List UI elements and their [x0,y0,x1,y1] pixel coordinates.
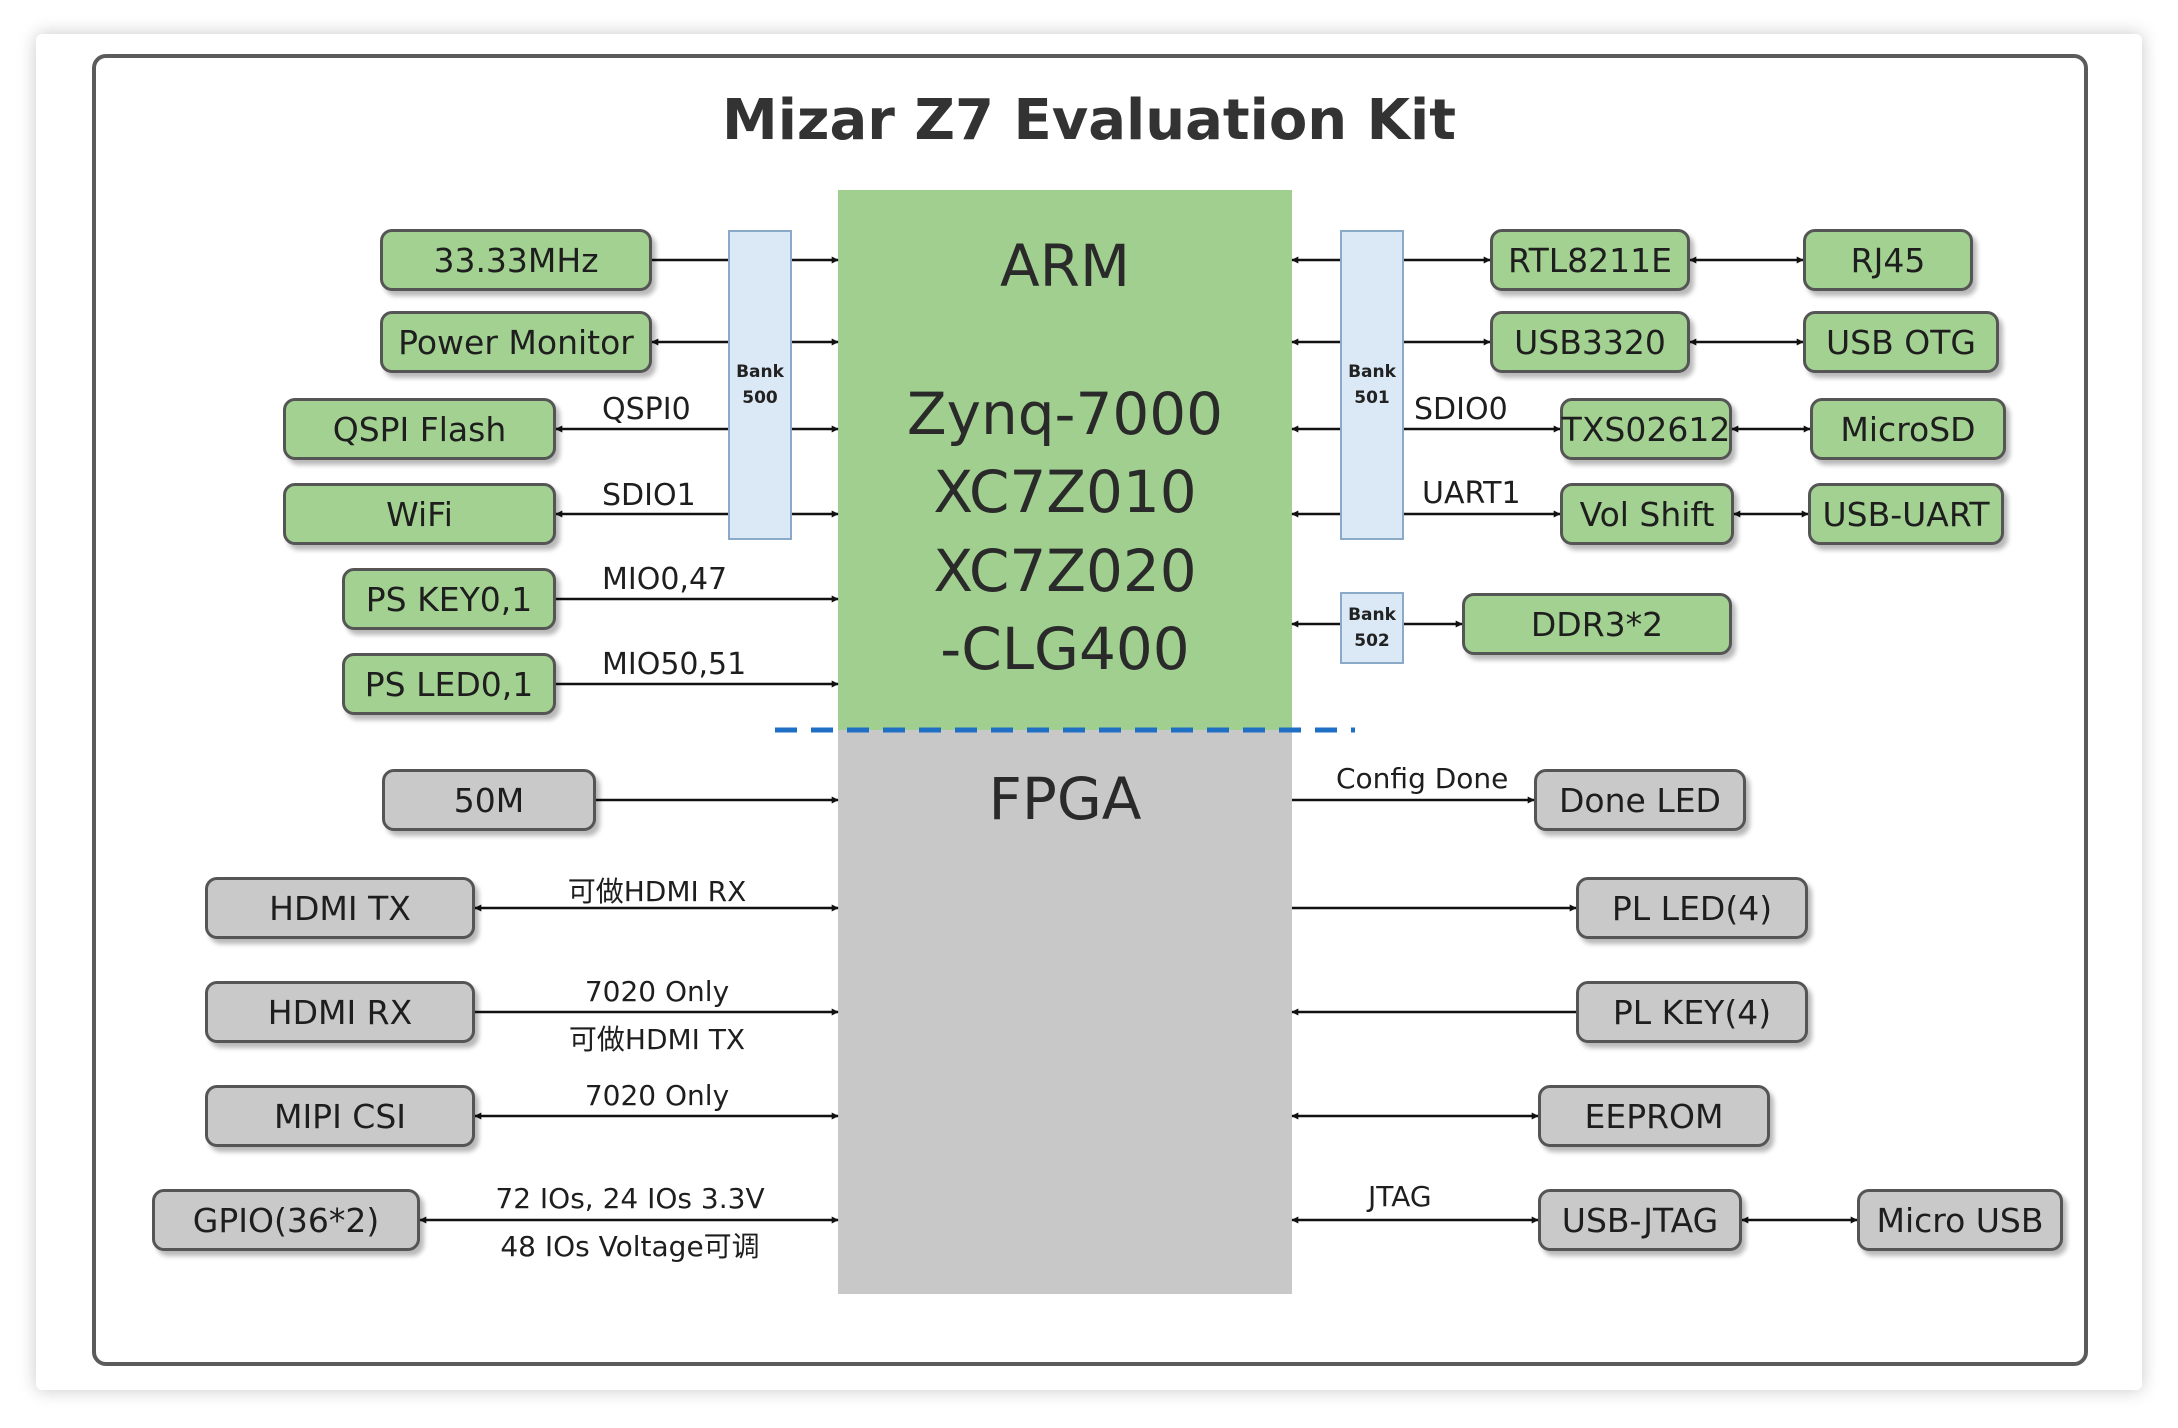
arm-label: ARM [999,232,1131,300]
arm-ps-block [838,190,1292,730]
hdmi-tx-box: HDMI TX [205,877,475,939]
diagram-frame [92,54,2088,1366]
usb-jtag-box: USB-JTAG [1538,1189,1742,1251]
chip-line-4: -CLG400 [940,615,1190,683]
hdmi-rx-note-2: 可做HDMI TX [568,1023,746,1056]
fpga-pl-block [838,730,1292,1294]
bank-501: Bank 501 [1340,230,1404,540]
chip-line-2: XC7Z010 [933,458,1197,526]
ddr3-box: DDR3*2 [1462,593,1732,655]
bank-500-num: 500 [742,388,778,408]
gpio-box: GPIO(36*2) [152,1189,420,1251]
power-monitor-box: Power Monitor [380,311,652,373]
gpio-note-1: 72 IOs, 24 IOs 3.3V [495,1182,765,1215]
clk-50m-box: 50M [382,769,596,831]
qspi-flash-box: QSPI Flash [283,398,556,460]
chip-line-3: XC7Z020 [933,537,1197,605]
hdmi-tx-note: 可做HDMI RX [567,875,747,908]
osc-33mhz-box: 33.33MHz [380,229,652,291]
gpio-note-2: 48 IOs Voltage可调 [500,1230,760,1263]
mipi-note: 7020 Only [584,1079,730,1112]
micro-usb-box: Micro USB [1857,1189,2063,1251]
bank-502-num: 502 [1354,631,1390,651]
wifi-box: WiFi [283,483,556,545]
hdmi-rx-note-1: 7020 Only [584,975,730,1008]
txs02612-box: TXS02612 [1560,398,1732,460]
bank-500: Bank 500 [728,230,792,540]
rj45-box: RJ45 [1803,229,1973,291]
rtl8211e-box: RTL8211E [1490,229,1690,291]
bank-502-word: Bank [1348,605,1396,625]
fpga-label: FPGA [988,765,1142,833]
ps-led-box: PS LED0,1 [342,653,556,715]
eeprom-box: EEPROM [1538,1085,1770,1147]
bank-502: Bank 502 [1340,592,1404,664]
pl-led-box: PL LED(4) [1576,877,1808,939]
done-led-box: Done LED [1534,769,1746,831]
microsd-box: MicroSD [1810,398,2006,460]
config-done-label: Config Done [1336,762,1509,795]
uart1-label: UART1 [1422,476,1521,511]
usb3320-box: USB3320 [1490,311,1690,373]
qspi0-label: QSPI0 [602,392,691,427]
hdmi-rx-box: HDMI RX [205,981,475,1043]
mipi-csi-box: MIPI CSI [205,1085,475,1147]
chip-line-1: Zynq-7000 [906,380,1224,448]
mio-key-label: MIO0,47 [602,562,728,597]
ps-key-box: PS KEY0,1 [342,568,556,630]
jtag-label: JTAG [1368,1180,1432,1213]
pl-key-box: PL KEY(4) [1576,981,1808,1043]
sdio1-label: SDIO1 [602,478,696,513]
sdio0-label: SDIO0 [1414,392,1508,427]
bank-501-word: Bank [1348,362,1396,382]
usb-uart-box: USB-UART [1808,483,2004,545]
mio-led-label: MIO50,51 [602,647,747,682]
bank-501-num: 501 [1354,388,1390,408]
vol-shift-box: Vol Shift [1560,483,1734,545]
bank-500-word: Bank [736,362,784,382]
diagram-title: Mizar Z7 Evaluation Kit [721,88,1457,153]
usb-otg-box: USB OTG [1803,311,1999,373]
